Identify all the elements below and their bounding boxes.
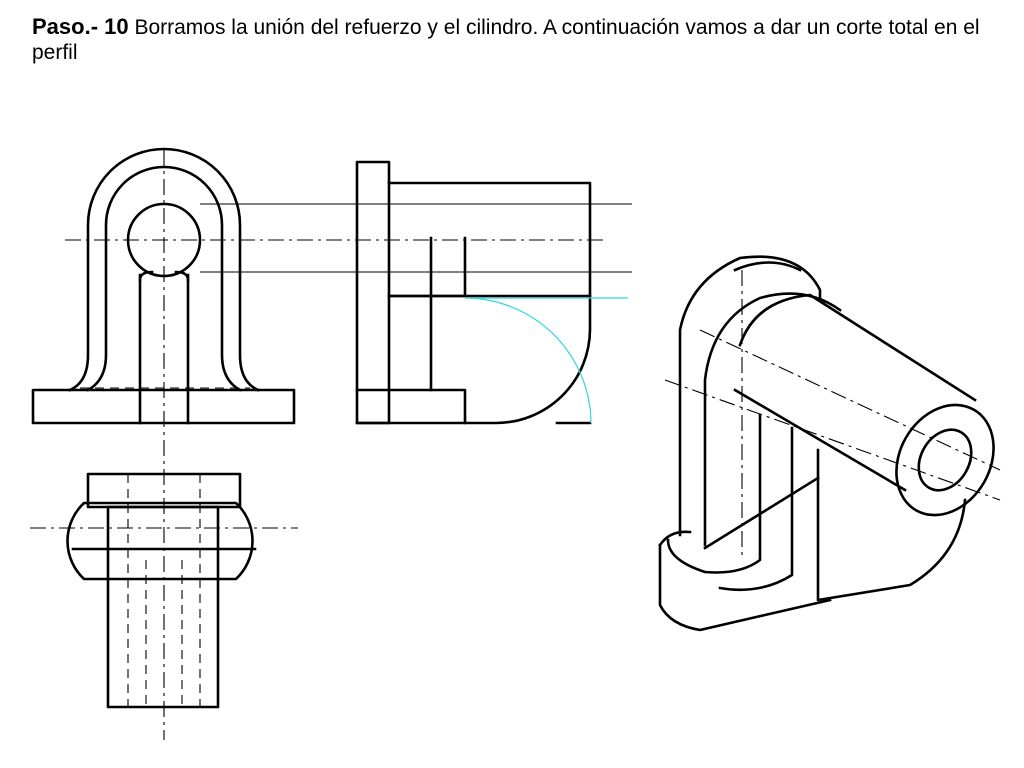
iso-cylinder-end <box>895 403 995 517</box>
front-rib <box>138 273 190 425</box>
side-upright-plate <box>355 160 391 425</box>
iso-rib-left <box>666 413 762 574</box>
iso-base-corner <box>658 530 692 547</box>
side-rounded-end <box>463 294 592 425</box>
side-cylinder-body <box>387 181 592 298</box>
top-rounded-base <box>66 501 254 581</box>
step-description: Borramos la unión del refuerzo y el cili… <box>32 16 980 64</box>
iso-base-front <box>658 543 832 632</box>
iso-cylinder-hole <box>917 428 973 492</box>
side-rib <box>387 236 467 392</box>
construction-arc <box>464 297 628 424</box>
top-view <box>30 472 298 709</box>
front-rib-fillet <box>138 270 190 282</box>
front-view <box>31 147 632 740</box>
isometric-view <box>658 255 1001 632</box>
step-label: Paso.- 10 <box>32 14 129 39</box>
iso-upright-outer <box>678 255 822 537</box>
iso-axis-2 <box>699 329 1001 471</box>
iso-cylinder-bottom <box>733 388 907 492</box>
iso-base-side <box>816 448 967 602</box>
side-base <box>355 388 467 425</box>
iso-base-edge <box>703 476 820 550</box>
side-view <box>355 160 628 425</box>
iso-rib-right <box>718 426 794 592</box>
front-upright-outer <box>68 147 260 392</box>
iso-axis-1 <box>664 379 1001 501</box>
iso-upright-top <box>733 261 802 272</box>
front-upright-inner <box>86 165 242 392</box>
top-cylinder <box>106 505 220 709</box>
iso-cylinder-top <box>738 293 977 402</box>
step-caption: Paso.- 10 Borramos la unión del refuerzo… <box>32 14 992 65</box>
